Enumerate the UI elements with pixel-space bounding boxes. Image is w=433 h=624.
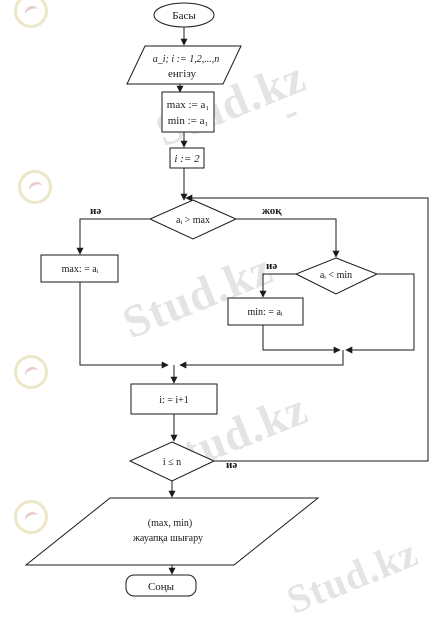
cond-max-label: aᵢ > max xyxy=(176,215,210,226)
branch-yes-max xyxy=(76,218,150,255)
assign-max-label: max: = aᵢ xyxy=(62,264,99,275)
counter-init-block xyxy=(169,147,205,169)
assign-min-block xyxy=(227,297,304,326)
flowchart-stage: Stud.kz - Stud.kz Stud.kz Stud.kz xyxy=(0,0,433,600)
input-label-line2: енгізу xyxy=(168,68,196,80)
assign-min-label: min: = aᵢ xyxy=(247,307,282,318)
init-max-label: max := a₁ xyxy=(167,99,210,111)
connector xyxy=(262,325,341,354)
output-label-line2: жауапқа шығару xyxy=(132,533,203,544)
watermark-logo-icon xyxy=(14,0,48,28)
cond-loop-label: i ≤ n xyxy=(163,457,181,468)
start-label: Басы xyxy=(172,10,196,22)
branch-yes-min xyxy=(259,273,296,298)
watermark-logo-icon xyxy=(18,170,52,204)
end-terminal xyxy=(125,574,197,597)
loop-back-connector xyxy=(185,194,429,462)
no-label-max: жоқ xyxy=(262,205,282,217)
flowchart-svg: Басы a_i; i := 1,2,...,n енгізу max := a… xyxy=(24,2,429,597)
counter-init-label: i := 2 xyxy=(174,153,200,165)
assign-max-block xyxy=(40,254,119,283)
watermark-logo-icon xyxy=(14,500,48,534)
output-block xyxy=(24,497,320,566)
decision-min xyxy=(294,257,379,295)
input-block xyxy=(126,45,242,85)
increment-label: i: = i+1 xyxy=(159,395,189,406)
cond-min-label: aᵢ < min xyxy=(320,270,352,281)
input-label-line1: a_i; i := 1,2,...,n xyxy=(153,54,219,65)
no-label-loop: иә xyxy=(226,459,237,471)
init-min-label: min := a₁ xyxy=(168,115,209,127)
end-label: Соңы xyxy=(148,581,175,593)
output-label-line1: (max, min) xyxy=(148,518,192,529)
connector xyxy=(79,282,169,369)
connector xyxy=(179,350,344,369)
branch-no-min xyxy=(345,273,415,354)
yes-label-min: иә xyxy=(266,260,277,272)
branch-no-max xyxy=(236,218,340,258)
watermark-logo-icon xyxy=(14,355,48,389)
init-block xyxy=(161,91,215,133)
yes-label-max: иә xyxy=(90,205,101,217)
decision-max xyxy=(148,199,238,240)
